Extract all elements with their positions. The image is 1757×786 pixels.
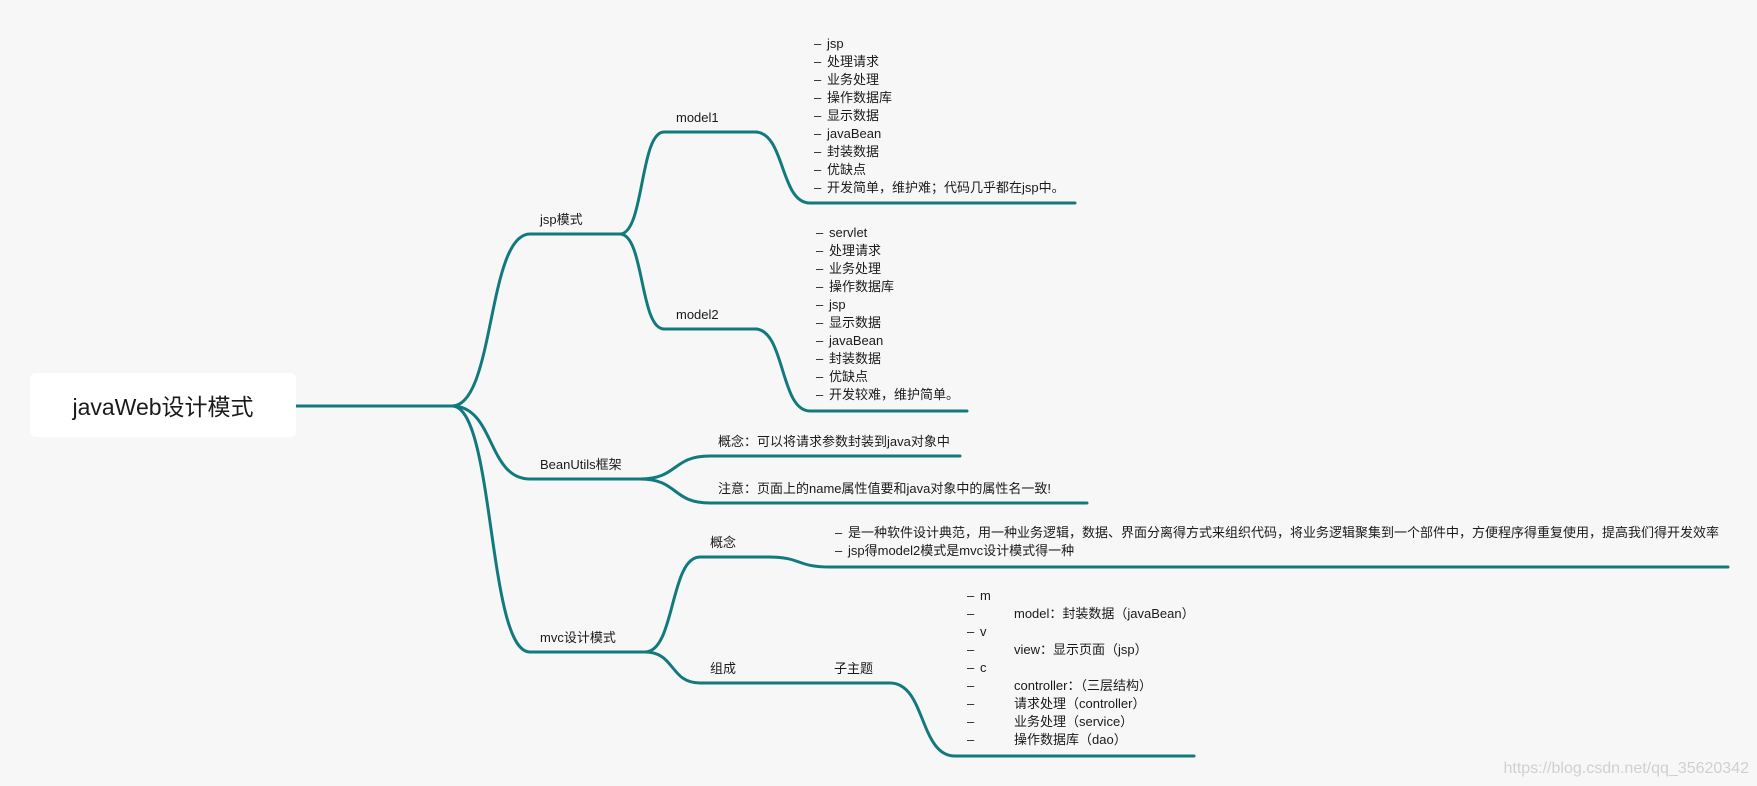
note-item-text: jsp得model2模式是mvc设计模式得一种 [848,543,1075,558]
note-item: –view：显示页面（jsp） [967,642,1148,657]
note-item: –请求处理（controller） [967,696,1146,711]
topic-subtopic[interactable]: 子主题 [834,661,874,676]
note-item-text: model：封装数据（javaBean） [1014,606,1195,621]
note-item-text: 处理请求 [827,54,880,69]
note-item: –开发较难，维护简单。 [816,387,960,402]
note-item-text: 是一种软件设计典范，用一种业务逻辑，数据、界面分离得方式来组织代码，将业务逻辑聚… [848,525,1720,540]
beanutils-note[interactable]: 注意：页面上的name属性值要和java对象中的属性名一致! [718,481,1051,496]
note-item: –开发简单，维护难；代码几乎都在jsp中。 [814,180,1065,195]
model1-notes: –jsp –处理请求 –业务处理 –操作数据库 –显示数据 –javaBean –封装数据 –… [814,35,1065,197]
note-item: –是一种软件设计典范，用一种业务逻辑，数据、界面分离得方式来组织代码，将业务逻辑… [835,525,1720,540]
note-item-text: javaBean [829,333,884,348]
topic-mvc[interactable]: mvc设计模式 [540,630,616,645]
note-item: –操作数据库 [814,90,893,105]
note-item: –优缺点 [814,162,867,177]
mvc-composition-notes: –m –model：封装数据（javaBean） –v –view：显示页面（jsp）… [967,587,1195,749]
note-item-text: jsp [827,36,844,51]
note-item-text: 业务处理 [829,261,882,276]
mvc-concept-notes: –是一种软件设计典范，用一种业务逻辑，数据、界面分离得方式来组织代码，将业务逻辑… [835,524,1719,560]
note-item: –业务处理 [814,72,880,87]
note-item-text: 显示数据 [827,108,880,123]
note-item: –封装数据 [816,351,882,366]
root-topic-label: javaWeb设计模式 [72,394,254,420]
connector-mvc-comp [643,650,772,685]
note-item: –操作数据库 [816,279,895,294]
note-item: –jsp [816,297,846,312]
note-item-text: controller：（三层结构） [1014,678,1152,693]
model2-notes: –servlet –处理请求 –业务处理 –操作数据库 –jsp –显示数据 –javaBe… [816,224,959,404]
topic-model1[interactable]: model1 [676,110,719,125]
note-item-text: jsp [829,297,846,312]
note-item: –servlet [816,225,868,240]
note-item: –显示数据 [814,108,880,123]
connector-root-jsp [450,232,624,408]
note-item: –v [967,624,987,639]
note-item: –jsp得model2模式是mvc设计模式得一种 [835,543,1075,558]
note-item: –业务处理（service） [967,714,1134,729]
watermark: https://blog.csdn.net/qq_35620342 [1503,760,1749,777]
note-item-text: 开发简单，维护难；代码几乎都在jsp中。 [827,180,1065,195]
note-item-text: 业务处理 [827,72,880,87]
note-item-text: 封装数据 [827,144,880,159]
beanutils-concept[interactable]: 概念：可以将请求参数封装到java对象中 [718,434,950,449]
note-item: –操作数据库（dao） [967,732,1127,747]
note-item: –优缺点 [816,369,869,384]
note-item-text: servlet [829,225,868,240]
note-item: –处理请求 [814,54,880,69]
note-item: –显示数据 [816,315,882,330]
note-item: –javaBean [816,333,884,348]
connector-mvc-concept [643,555,772,654]
topic-mvc-concept[interactable]: 概念 [710,535,737,550]
connector-jsp-model2 [618,232,759,331]
topic-beanutils[interactable]: BeanUtils框架 [540,457,622,472]
topic-mvc-composition[interactable]: 组成 [710,661,737,676]
note-item-text: 请求处理（controller） [1014,696,1146,711]
note-item-text: c [980,660,987,675]
connector-jsp-model1 [618,130,759,236]
note-item: –封装数据 [814,144,880,159]
note-item-text: m [980,588,991,603]
connector-root-mvc [450,404,649,654]
topic-model2[interactable]: model2 [676,307,719,322]
note-item: –业务处理 [816,261,882,276]
note-item-text: 处理请求 [829,243,882,258]
note-item: –javaBean [814,126,882,141]
note-item-text: 开发较难，维护简单。 [829,387,960,402]
note-item-text: view：显示页面（jsp） [1014,642,1148,657]
note-item-text: 优缺点 [829,369,869,384]
connector-mvc-concept-notes [766,555,1730,569]
note-item: –jsp [814,36,844,51]
connector-model1-notes [753,130,1077,205]
note-item-text: 操作数据库 [827,90,893,105]
note-item: –c [967,660,987,675]
note-item: –m [967,588,991,603]
note-item-text: 优缺点 [827,162,867,177]
note-item: –处理请求 [816,243,882,258]
note-item-text: javaBean [827,126,882,141]
connector-model2-notes [753,327,969,413]
note-item: –controller：（三层结构） [967,678,1152,693]
note-item-text: v [980,624,987,639]
note-item-text: 业务处理（service） [1014,714,1134,729]
connector-subtopic-notes [888,681,1196,758]
connector-root-beanutils [450,404,642,481]
note-item: –model：封装数据（javaBean） [967,606,1195,621]
note-item-text: 操作数据库（dao） [1014,732,1127,747]
note-item-text: 封装数据 [829,351,882,366]
connector-bu-concept [638,454,962,481]
connector-bu-note [638,477,1089,505]
note-item-text: 操作数据库 [829,279,895,294]
root-topic[interactable]: javaWeb设计模式 [30,373,296,437]
topic-jsp-mode[interactable]: jsp模式 [540,212,583,227]
note-item-text: 显示数据 [829,315,882,330]
